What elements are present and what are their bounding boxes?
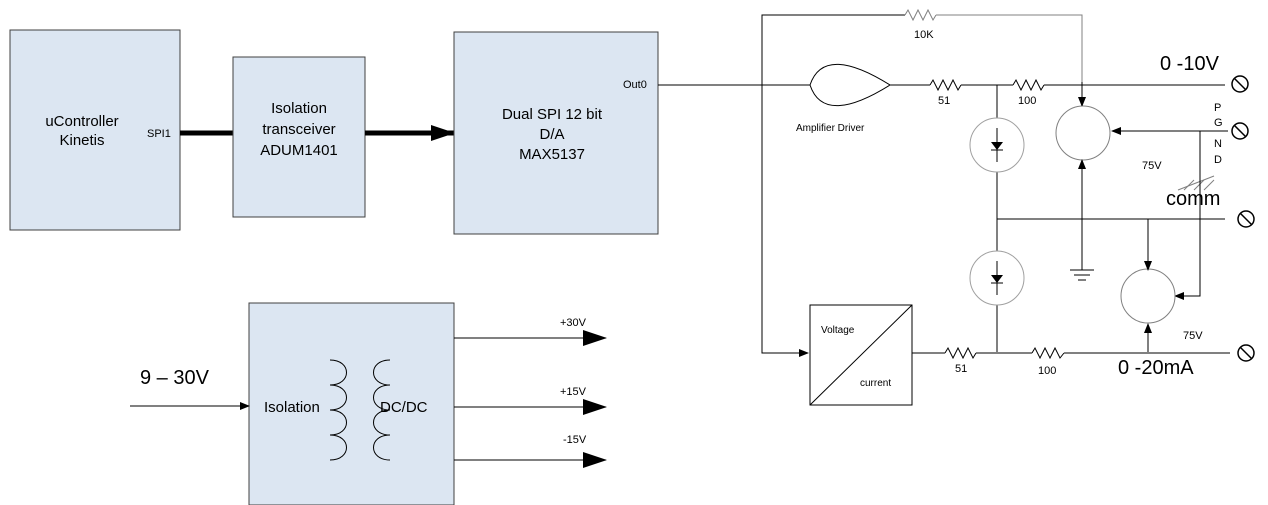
tvs-diode-top-icon bbox=[969, 117, 1025, 173]
varistor-top-icon bbox=[1055, 105, 1111, 161]
terminal-comm-icon bbox=[1237, 210, 1255, 228]
controller-port-label: SPI1 bbox=[147, 128, 171, 140]
dac-port-label: Out0 bbox=[623, 79, 647, 91]
r-51-top-label: 51 bbox=[938, 95, 950, 107]
dac-line3: MAX5137 bbox=[519, 146, 585, 163]
controller-line1: uController bbox=[45, 113, 118, 130]
pgnd-g: G bbox=[1214, 117, 1223, 129]
power-dcdc-label: DC/DC bbox=[380, 399, 428, 416]
terminal-i-icon bbox=[1237, 344, 1255, 362]
out-i-label: 0 -20mA bbox=[1118, 357, 1194, 379]
transformer-primary-coil bbox=[329, 359, 347, 461]
amp-label: Amplifier Driver bbox=[796, 123, 865, 134]
ground-icon bbox=[1070, 269, 1094, 281]
pgnd-wiper-bottom bbox=[1174, 130, 1228, 300]
pgnd-d: D bbox=[1214, 154, 1222, 166]
varistor-bottom-icon bbox=[1120, 268, 1176, 324]
out-30v-label: +30V bbox=[560, 317, 587, 329]
r-100-top-label: 100 bbox=[1018, 95, 1036, 107]
r-51-bottom-label: 51 bbox=[955, 363, 967, 375]
isolator-block bbox=[232, 56, 366, 218]
out-15v-label: +15V bbox=[560, 386, 587, 398]
tvs-diode-bottom-icon bbox=[969, 250, 1025, 306]
pgnd-n: N bbox=[1214, 138, 1222, 150]
r-51-bottom-resistor bbox=[944, 346, 977, 360]
amplifier-symbol bbox=[809, 63, 891, 107]
transformer-secondary-coil bbox=[373, 359, 391, 461]
vi-bottom-label: current bbox=[860, 378, 891, 389]
power-input-label: 9 – 30V bbox=[140, 367, 210, 389]
r-100-bottom-label: 100 bbox=[1038, 365, 1056, 377]
t1-label: 75V bbox=[1142, 160, 1162, 172]
out-neg15v-label: -15V bbox=[563, 434, 587, 446]
controller-line2: Kinetis bbox=[59, 132, 104, 149]
earth-hatch-icon bbox=[1177, 175, 1215, 191]
isolator-line3: ADUM1401 bbox=[260, 142, 338, 159]
dac-block bbox=[453, 31, 659, 235]
pgnd-p: P bbox=[1214, 102, 1221, 114]
terminal-pgnd-icon bbox=[1231, 122, 1249, 140]
feedback-wire-left bbox=[761, 14, 905, 85]
r-10k-label: 10K bbox=[914, 29, 934, 41]
vi-diagonal bbox=[809, 304, 913, 406]
r-10k-resistor bbox=[904, 8, 937, 22]
out-v-label: 0 -10V bbox=[1160, 53, 1220, 75]
controller-block bbox=[9, 29, 181, 231]
r-100-bottom-resistor bbox=[1031, 346, 1065, 360]
isolator-line1: Isolation bbox=[271, 100, 327, 117]
dac-line1: Dual SPI 12 bit bbox=[502, 106, 603, 123]
dac-line2: D/A bbox=[539, 126, 564, 143]
comm-label: comm bbox=[1166, 188, 1220, 210]
isolator-line2: transceiver bbox=[262, 121, 335, 138]
r-100-top-resistor bbox=[1012, 78, 1045, 92]
t2-label: 75V bbox=[1183, 330, 1203, 342]
power-isolation-label: Isolation bbox=[264, 399, 320, 416]
r-51-top-resistor bbox=[929, 78, 962, 92]
vi-input-wire bbox=[761, 85, 809, 357]
vi-top-label: Voltage bbox=[821, 325, 855, 336]
power-block bbox=[248, 302, 455, 505]
feedback-wire-right bbox=[936, 14, 1083, 96]
terminal-v-icon bbox=[1231, 75, 1249, 93]
